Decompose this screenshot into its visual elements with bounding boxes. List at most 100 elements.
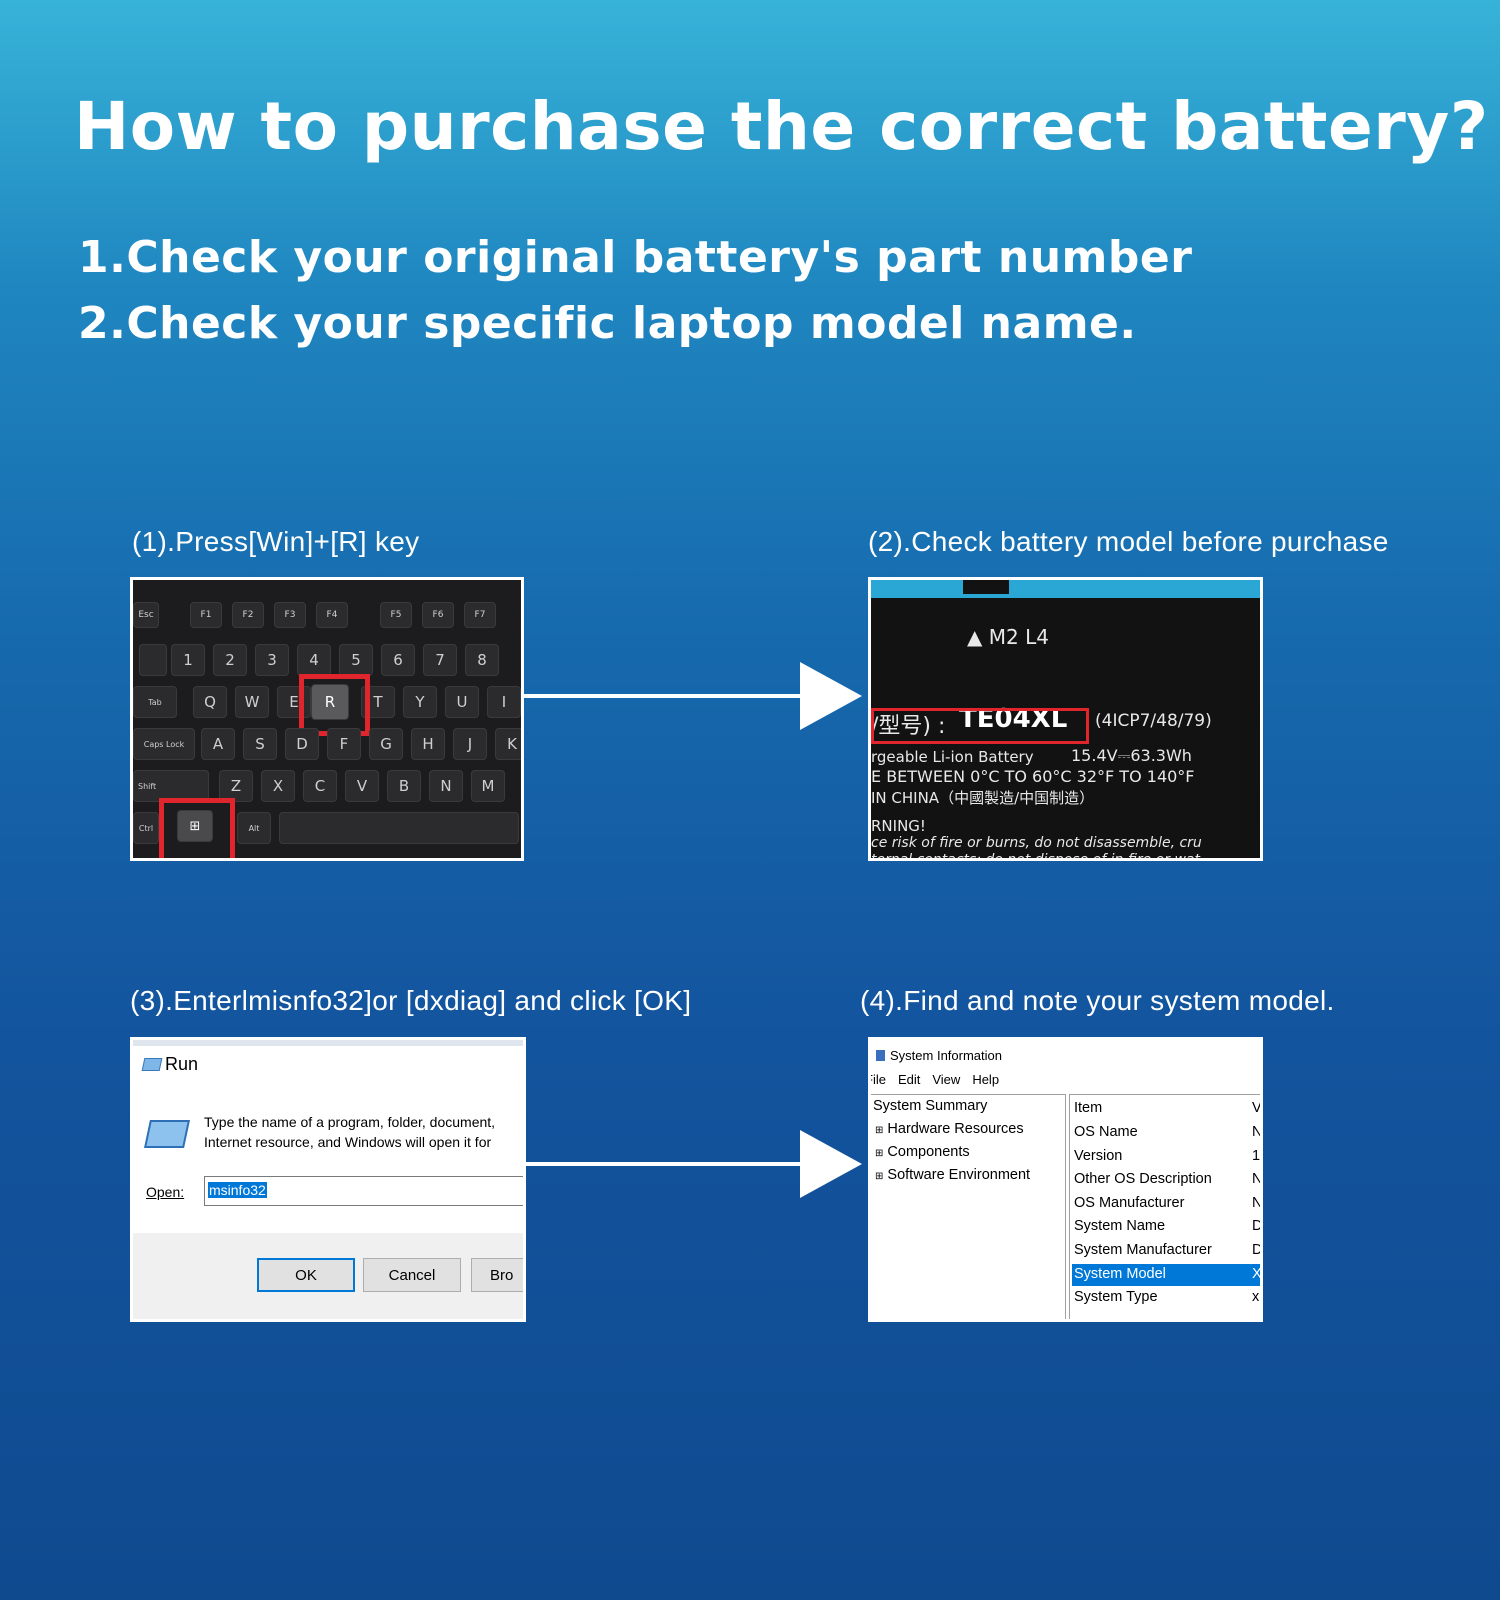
battery-type: rgeable Li-ion Battery	[871, 748, 1034, 766]
cancel-button[interactable]: Cancel	[363, 1258, 461, 1292]
battery-origin: IN CHINA（中國製造/中国制造）	[871, 789, 1095, 807]
menu-view[interactable]: View	[932, 1072, 961, 1087]
selected-row-highlight	[1072, 1264, 1260, 1286]
sysinfo-tree-pane	[871, 1094, 1066, 1319]
key-f2: F2	[232, 602, 264, 628]
list-value-system-manufacturer: D	[1252, 1242, 1263, 1258]
list-value-os-manufacturer: N	[1252, 1195, 1263, 1211]
key-f5: F5	[380, 602, 412, 628]
run-dialog: Run Type the name of a program, folder, …	[130, 1037, 526, 1322]
list-item-system-model[interactable]: System Model	[1074, 1266, 1166, 1282]
battery-warning-text: ce risk of fire or burns, do not disasse…	[871, 835, 1202, 851]
key-m: M	[471, 770, 505, 802]
keyboard-photo: Esc F1 F2 F3 F4 F5 F6 F7 1 2 3 4 5 6 7 8…	[130, 577, 524, 861]
tree-hardware-resources[interactable]: ⊞ Hardware Resources	[875, 1121, 1024, 1137]
list-item-os-name[interactable]: OS Name	[1074, 1124, 1138, 1140]
system-information-window: System Information File Edit View Help S…	[868, 1037, 1263, 1322]
key-q: Q	[193, 686, 227, 718]
key-a: A	[201, 728, 235, 760]
list-value-system-model: X	[1252, 1266, 1262, 1282]
key-f: F	[327, 728, 361, 760]
key-ctrl: Ctrl	[133, 812, 159, 844]
sysinfo-list-pane	[1069, 1094, 1260, 1319]
run-description-2: Internet resource, and Windows will open…	[204, 1134, 492, 1150]
run-dialog-title: Run	[165, 1054, 199, 1074]
sysinfo-titlebar: System Information	[876, 1048, 1002, 1063]
list-value-version: 1	[1252, 1148, 1261, 1164]
battery-label-photo: ▲ M2 L4 /型号) : TE04XL (4ICP7/48/79) rgea…	[868, 577, 1263, 861]
key-1: 1	[171, 644, 205, 676]
run-app-icon	[141, 1058, 163, 1071]
instruction-part-number: 1.Check your original battery's part num…	[78, 232, 1193, 283]
arrow-2-head-icon	[800, 1130, 862, 1198]
expand-plus-icon[interactable]: ⊞	[875, 1125, 884, 1136]
arrow-1-head-icon	[800, 662, 862, 730]
key-f7: F7	[464, 602, 496, 628]
battery-connector	[963, 580, 1009, 594]
step4-caption: (4).Find and note your system model.	[860, 985, 1335, 1016]
key-space	[279, 812, 519, 844]
sysinfo-title: System Information	[890, 1048, 1002, 1063]
list-item-other-os-description[interactable]: Other OS Description	[1074, 1171, 1212, 1187]
step1-caption: (1).Press[Win]+[R] key	[132, 526, 420, 557]
key-u: U	[445, 686, 479, 718]
key-d: D	[285, 728, 319, 760]
menu-file[interactable]: File	[871, 1072, 886, 1087]
column-header-item[interactable]: Item	[1074, 1100, 1103, 1116]
key-7: 7	[423, 644, 457, 676]
windows-logo-icon: ⊞	[189, 818, 201, 834]
warning-triangle-icon: ▲	[967, 625, 983, 649]
key-capslock: Caps Lock	[133, 728, 195, 760]
key-x: X	[261, 770, 295, 802]
tree-components[interactable]: ⊞ Components	[875, 1144, 970, 1160]
key-j: J	[453, 728, 487, 760]
key-6: 6	[381, 644, 415, 676]
battery-spec: 15.4V⎓63.3Wh	[1071, 746, 1192, 765]
battery-top-strip	[871, 580, 1260, 598]
key-c: C	[303, 770, 337, 802]
browse-button[interactable]: Bro	[471, 1258, 523, 1292]
key-5: 5	[339, 644, 373, 676]
key-tab: Tab	[133, 686, 177, 718]
run-open-label: Open:	[146, 1184, 185, 1200]
list-value-other-os-description: N	[1252, 1171, 1263, 1187]
run-dialog-top-edge	[133, 1040, 523, 1046]
win-key-highlight	[159, 798, 235, 858]
list-item-system-manufacturer[interactable]: System Manufacturer	[1074, 1242, 1212, 1258]
list-item-version[interactable]: Version	[1074, 1148, 1123, 1164]
key-f4: F4	[316, 602, 348, 628]
key-i: I	[487, 686, 521, 718]
menu-help[interactable]: Help	[972, 1072, 1000, 1087]
tree-software-environment[interactable]: ⊞ Software Environment	[875, 1167, 1031, 1183]
tree-system-summary[interactable]: System Summary	[873, 1098, 988, 1114]
key-e: E	[277, 686, 311, 718]
battery-cells: (4ICP7/48/79)	[1095, 711, 1212, 731]
page-title: How to purchase the correct battery?	[74, 88, 1489, 165]
key-backtick	[139, 644, 167, 676]
key-4: 4	[297, 644, 331, 676]
instruction-model-name: 2.Check your specific laptop model name.	[78, 298, 1137, 349]
run-open-input[interactable]: msinfo32	[204, 1176, 523, 1206]
expand-plus-icon[interactable]: ⊞	[875, 1171, 884, 1182]
key-windows: ⊞	[177, 810, 213, 842]
list-item-os-manufacturer[interactable]: OS Manufacturer	[1074, 1195, 1185, 1211]
key-h: H	[411, 728, 445, 760]
menu-edit[interactable]: Edit	[897, 1072, 921, 1087]
run-large-icon	[144, 1120, 190, 1148]
list-value-os-name: N	[1252, 1124, 1263, 1140]
key-shift: Shift	[133, 770, 209, 802]
run-dialog-titlebar: Run	[141, 1054, 199, 1075]
arrow-2-line	[526, 1162, 804, 1166]
model-number-highlight	[871, 708, 1089, 744]
list-item-system-name[interactable]: System Name	[1074, 1218, 1166, 1234]
key-r: R	[311, 684, 349, 720]
key-y: Y	[403, 686, 437, 718]
key-z: Z	[219, 770, 253, 802]
key-b: B	[387, 770, 421, 802]
column-header-value[interactable]: V	[1252, 1100, 1262, 1116]
ok-button[interactable]: OK	[257, 1258, 355, 1292]
key-alt: Alt	[237, 812, 271, 844]
list-item-system-type[interactable]: System Type	[1074, 1289, 1158, 1305]
expand-plus-icon[interactable]: ⊞	[875, 1148, 884, 1159]
key-f1: F1	[190, 602, 222, 628]
